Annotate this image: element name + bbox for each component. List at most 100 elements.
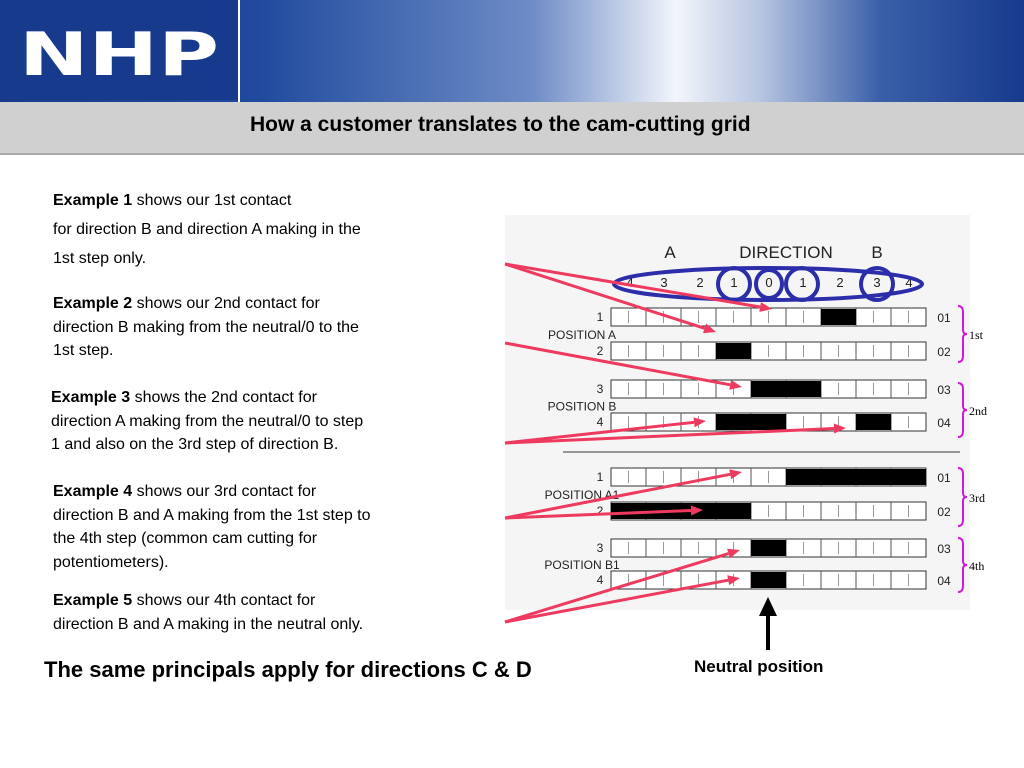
row-number: 2 [597, 504, 604, 518]
logo-text: NHP [19, 24, 219, 78]
pointer-arrow [504, 427, 835, 445]
example-2-line: shows our 2nd contact for [132, 295, 320, 312]
example-1-line: shows our 1st contact [132, 192, 292, 209]
example-5-line: direction B and A making in the neutral … [53, 615, 364, 633]
example-2-text: Example 2 shows our 2nd contact for dire… [53, 292, 359, 363]
nhp-logo: NHP [19, 24, 219, 78]
pointer-arrow [504, 262, 761, 309]
cam-cut-segment [751, 572, 786, 588]
example-4-line: potentiometers). [53, 553, 169, 571]
step-number: 3 [873, 275, 880, 290]
pointer-arrows [504, 262, 846, 624]
cam-cut-segment [786, 469, 821, 485]
example-5-label: Example 5 [53, 592, 133, 609]
example-3-line: shows the 2nd contact for [130, 389, 317, 406]
arrowhead-icon [729, 469, 742, 480]
row-code: 04 [937, 574, 951, 588]
cam-cut-segment [856, 469, 891, 485]
step-number: 2 [836, 275, 843, 290]
example-4-text: Example 4 shows our 3rd contact for dire… [53, 480, 371, 574]
step-number: 4 [626, 275, 633, 290]
pointer-arrow [504, 262, 706, 330]
cam-cut-segment [751, 540, 786, 556]
example-4-label: Example 4 [53, 483, 133, 500]
position-label: POSITION B1 [544, 558, 620, 572]
example-5-text: Example 5 shows our 4th contact for dire… [53, 589, 363, 636]
example-1-line: for direction B and direction A making i… [53, 221, 361, 238]
contact-label: 4th [969, 559, 984, 573]
brace-icon [957, 537, 968, 593]
brace-icon [957, 467, 968, 527]
row-number: 2 [597, 344, 604, 358]
example-5-line: shows our 4th contact for [132, 592, 316, 609]
contact-braces: 1st 2nd 3rd 4th [957, 305, 987, 593]
example-4-line: the 4th step (common cam cutting for [53, 530, 318, 547]
arrowhead-icon [833, 423, 846, 434]
row-number: 1 [597, 470, 604, 484]
cam-cut-segment [786, 381, 821, 397]
contact-label: 1st [969, 328, 984, 342]
example-1-label: Example 1 [53, 192, 133, 209]
example-2-label: Example 2 [53, 295, 133, 312]
cam-cut-segment [751, 414, 786, 430]
contact-label: 2nd [969, 404, 987, 418]
neutral-arrow-icon [759, 597, 777, 650]
example-3-line: 1 and also on the 3rd step of direction … [51, 436, 339, 453]
position-label: POSITION B [548, 400, 617, 414]
direction-a-label: A [664, 243, 676, 262]
direction-b-label: B [871, 243, 882, 262]
example-4-line: shows our 3rd contact for [132, 483, 317, 500]
position-label: POSITION A1 [545, 488, 620, 502]
step-circle [784, 266, 820, 302]
row-code: 01 [937, 311, 951, 325]
direction-title: DIRECTION [739, 243, 833, 262]
footer-note: The same principals apply for directions… [44, 657, 532, 682]
contact-label: 3rd [969, 491, 985, 505]
arrowhead-icon [727, 575, 740, 586]
header-divider [238, 0, 240, 154]
example-3-label: Example 3 [51, 389, 131, 406]
cam-cut-segment [716, 414, 751, 430]
cam-cut-segment [856, 414, 891, 430]
step-number: 2 [696, 275, 703, 290]
example-2-line: 1st step. [53, 342, 114, 359]
cam-cut-segment [821, 469, 856, 485]
page-title: How a customer translates to the cam-cut… [250, 113, 751, 136]
pointer-arrow [504, 341, 731, 387]
row-code: 02 [937, 505, 951, 519]
example-1-line: 1st step only. [53, 250, 147, 267]
step-circle [716, 266, 752, 302]
arrowhead-icon [727, 548, 740, 559]
pointer-arrow [504, 508, 692, 520]
row-number: 1 [597, 310, 604, 324]
example-3-line: direction A making from the neutral/0 to… [51, 412, 364, 430]
row-number: 3 [597, 541, 604, 555]
arrowhead-icon [693, 417, 706, 428]
pointer-arrow [504, 578, 729, 624]
step-number: 1 [799, 275, 806, 290]
row-number: 4 [597, 415, 604, 429]
brace-icon [957, 305, 968, 363]
arrowhead-icon [729, 379, 742, 390]
row-number: 3 [597, 382, 604, 396]
cam-cut-segment [716, 343, 751, 359]
example-1-text: Example 1 shows our 1st contact for dire… [53, 186, 361, 273]
row-code: 03 [937, 542, 951, 556]
position-label: POSITION A [548, 328, 616, 342]
pointer-arrow [504, 420, 695, 445]
step-highlight-circles [612, 266, 924, 302]
example-2-line: direction B making from the neutral/0 to… [53, 318, 359, 336]
cam-cut-segment [821, 309, 856, 325]
logo-panel: NHP [0, 0, 238, 100]
row-number: 4 [597, 573, 604, 587]
title-bar [0, 102, 1024, 155]
arrowhead-icon [703, 323, 716, 334]
pointer-arrow [504, 552, 729, 624]
arrowhead-icon [690, 505, 703, 516]
step-circle [859, 266, 895, 302]
row-code: 01 [937, 471, 951, 485]
step-number: 4 [905, 275, 912, 290]
cam-cut-segment [891, 469, 926, 485]
